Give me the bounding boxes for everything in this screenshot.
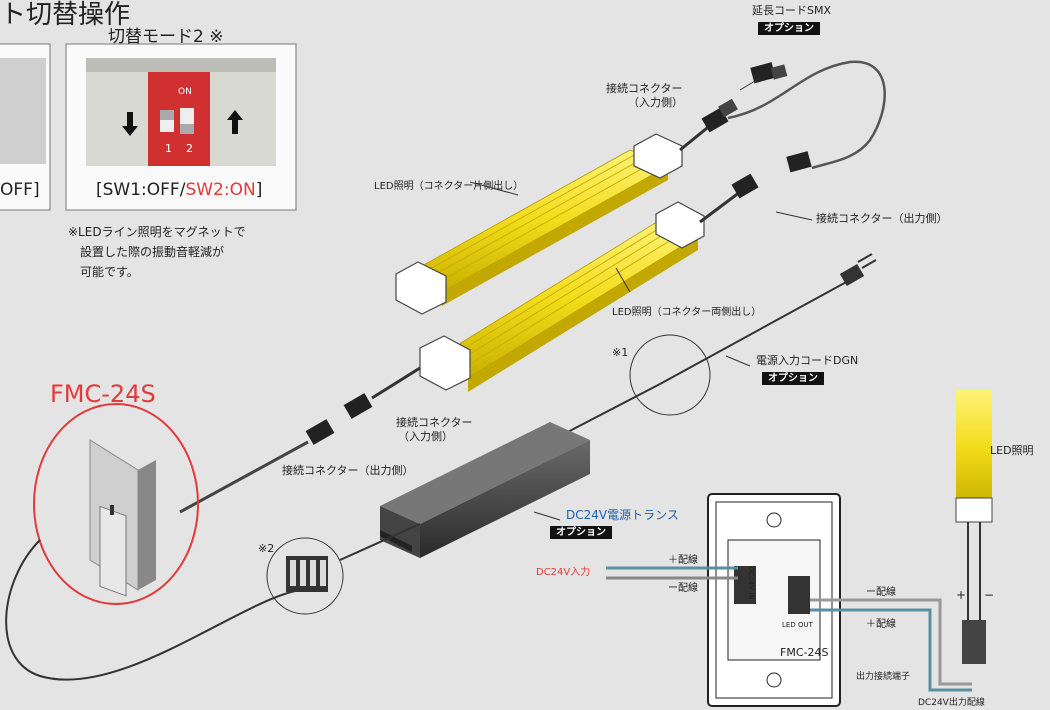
conn-in-mid-sub: （入力側）	[398, 430, 453, 443]
led-strip-vertical	[955, 390, 993, 664]
right-state-label: [SW1:OFF/SW2:ON]	[96, 180, 263, 200]
dip-on-label: ON	[178, 87, 192, 97]
conn-out-right-label: 接続コネクター（出力側）	[816, 212, 948, 225]
led-out-label: LED OUT	[782, 621, 813, 629]
connector-input-top	[701, 107, 729, 133]
power-transformer	[380, 422, 590, 558]
power-cord	[559, 279, 851, 437]
arrow-down-icon	[122, 112, 138, 136]
mode-note: ※LEDライン照明をマグネットで 設置した際の振動音軽減が 可能です。	[68, 225, 246, 279]
plus-wire-out-label: ＋配線	[866, 619, 896, 630]
dip-2-label: 2	[186, 142, 193, 155]
dc-out-wire-label: DC24V出力配線	[918, 698, 985, 708]
conn-in-mid-label: 接続コネクター	[396, 416, 473, 429]
mode-heading: 切替モード2 ※	[108, 27, 224, 47]
product-name: FMC-24S	[50, 380, 156, 408]
plug-icon	[839, 253, 877, 287]
led-single-label: LED照明（コネクター片側出し）	[374, 181, 524, 192]
extension-cord	[727, 60, 886, 170]
plus-sign: +	[956, 588, 967, 602]
wire-minus-out	[810, 598, 972, 686]
ext-cord-label: 延長コードSMX	[752, 4, 832, 17]
conn-out-left-label: 接続コネクター（出力側）	[282, 464, 414, 477]
connector-input-mid	[343, 393, 373, 419]
led-light-label: LED照明	[990, 444, 1034, 457]
led-bar-double	[419, 201, 705, 392]
arrow-up-icon	[227, 110, 243, 134]
plate-model-label: FMC-24S	[780, 646, 829, 659]
option-badge-transformer: オプション	[550, 526, 612, 539]
mode-panel-left	[0, 43, 51, 211]
led-bar-single	[395, 133, 683, 315]
conn-in-top-sub: （入力側）	[628, 96, 683, 109]
power-cord-label: 電源入力コードDGN	[756, 354, 859, 367]
detail-circle-2	[266, 537, 344, 615]
led-double-label: LED照明（コネクター両側出し）	[612, 307, 762, 318]
plus-wire-in-label: ＋配線	[668, 555, 698, 566]
mode-panel-right	[65, 43, 297, 211]
wire-plus-out	[810, 608, 972, 692]
option-badge-ext: オプション	[758, 22, 820, 35]
dip-1-label: 1	[165, 142, 172, 155]
ext-cord-connector-a	[750, 62, 788, 84]
left-state-label: OFF]	[0, 180, 40, 200]
dip-switch	[148, 72, 210, 166]
fmc-switch-device	[89, 439, 156, 597]
option-badge-power: オプション	[762, 372, 824, 385]
minus-wire-out-label: ー配線	[866, 587, 896, 598]
term-in-label: DC24V IN	[747, 566, 755, 600]
minus-sign: −	[984, 588, 995, 602]
wiring-plate	[707, 493, 841, 707]
ext-cord-connector-b	[786, 151, 812, 173]
detail-circle-1	[629, 334, 711, 416]
mark-2: ※2	[258, 542, 275, 555]
minus-wire-in-label: ー配線	[668, 583, 698, 594]
mark-1: ※1	[612, 346, 629, 359]
section-title: ト切替操作	[0, 0, 131, 30]
transformer-label: DC24V電源トランス	[566, 508, 679, 522]
terminal-block	[286, 556, 328, 592]
switch-cable	[5, 539, 301, 681]
dc-in-label: DC24V入力	[536, 567, 591, 578]
out-terminal-label: 出力接続端子	[856, 672, 911, 682]
connector-output-right	[731, 173, 759, 199]
conn-in-top-label: 接続コネクター	[606, 82, 683, 95]
connector-output-left	[305, 419, 335, 445]
product-highlight-circle	[33, 403, 199, 605]
